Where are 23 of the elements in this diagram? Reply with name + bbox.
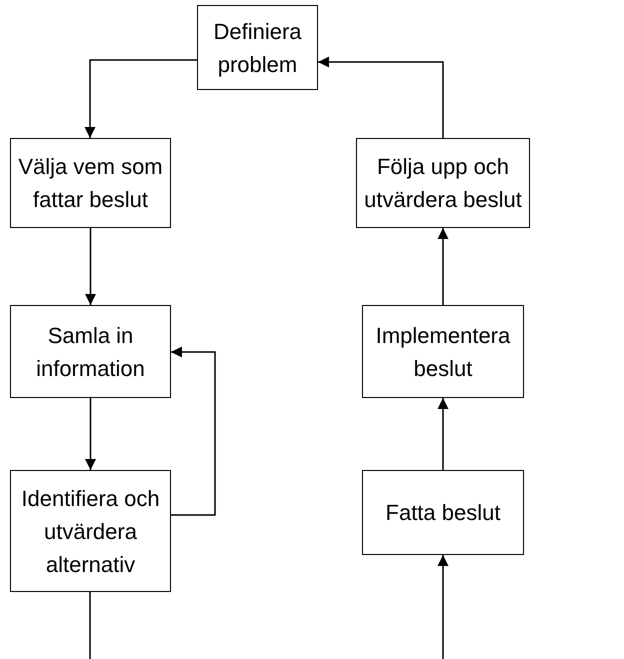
arrow (85, 398, 96, 470)
box-label: Identifiera och utvärdera alternativ (20, 484, 161, 578)
arrow (84, 59, 197, 138)
box-label: Fatta beslut (386, 499, 500, 527)
process-box (197, 5, 318, 90)
arrow (438, 228, 448, 305)
arrow (85, 228, 96, 305)
arrow (171, 346, 216, 516)
process-box (10, 470, 171, 592)
box-label: Följa upp och utvärdera beslut (363, 153, 523, 214)
process-box (356, 138, 530, 228)
process-box (10, 305, 171, 398)
process-box (362, 470, 524, 555)
arrow (438, 555, 448, 659)
box-label: Definiera problem (212, 18, 303, 79)
box-label: Samla in information (35, 322, 146, 382)
process-box (10, 138, 171, 228)
connector-line (89, 592, 91, 659)
arrow (318, 56, 444, 138)
box-label: Välja vem som fattar beslut (17, 153, 164, 214)
process-box (362, 305, 524, 398)
box-label: Implementera beslut (374, 322, 512, 382)
arrow (438, 398, 448, 470)
